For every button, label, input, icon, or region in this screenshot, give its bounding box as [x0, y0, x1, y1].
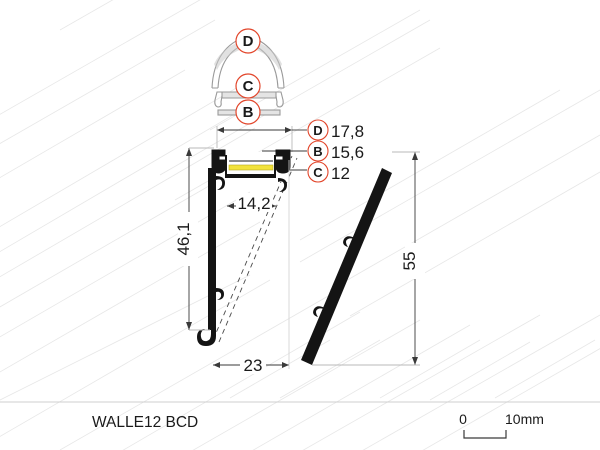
cover-dimension-callouts: D 17,8 B 15,6 C 12	[307, 119, 364, 183]
dim-value-c: 12	[331, 164, 350, 183]
dimension-profile-height: 46,1	[174, 147, 214, 331]
part-callout-c: C	[243, 78, 254, 95]
dimension-cover-widths	[216, 126, 307, 171]
dim-value-profile-height: 46,1	[174, 222, 193, 255]
scale-bar: 0 10mm	[459, 411, 544, 439]
dimension-overall-height: 55	[312, 151, 425, 366]
scale-bar-start-label: 0	[459, 411, 467, 427]
drawing-title: WALLE12 BCD	[92, 414, 198, 431]
part-callout-b: B	[243, 104, 254, 121]
dim-value-overall-width: 23	[244, 356, 263, 375]
dim-callout-tag-c: C	[313, 165, 323, 180]
dim-value-d: 17,8	[331, 122, 364, 141]
dim-value-b: 15,6	[331, 143, 364, 162]
dim-callout-tag-b: B	[313, 144, 322, 159]
profile-rear-diagonal	[301, 168, 392, 365]
dim-value-inner-width: 14,2	[237, 194, 270, 213]
profile-cross-section	[197, 149, 291, 346]
dim-callout-tag-d: D	[313, 123, 322, 138]
scale-bar-end-label: 10mm	[505, 411, 544, 427]
dim-value-overall-height: 55	[400, 252, 419, 271]
part-callouts: D C B	[235, 28, 261, 125]
dimension-overall-width: 23	[213, 160, 290, 375]
part-callout-d: D	[243, 33, 254, 50]
led-strip	[228, 164, 274, 171]
dimension-inner-width: 14,2	[227, 193, 276, 213]
